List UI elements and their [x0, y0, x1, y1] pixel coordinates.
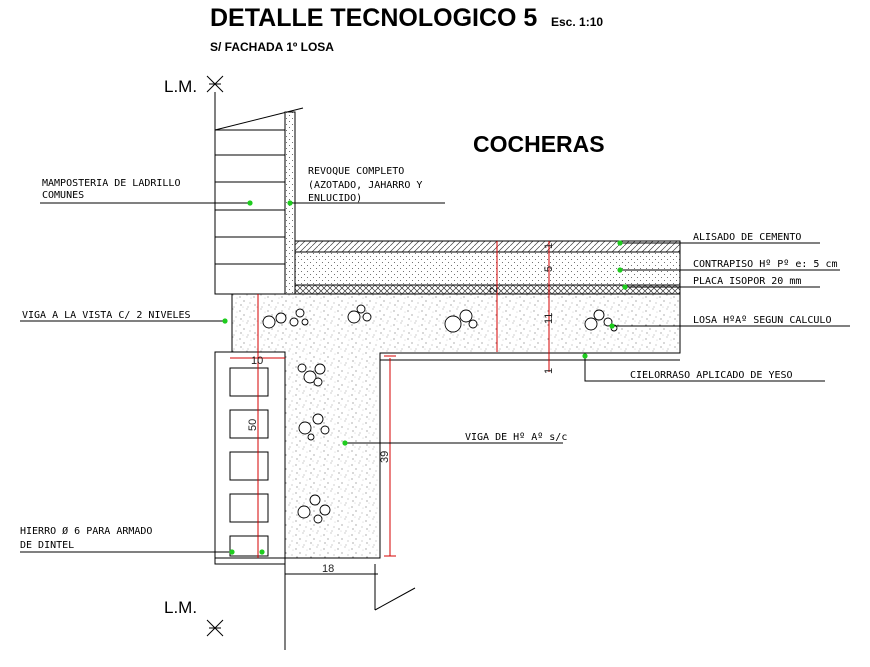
- label-masonry-line1: MAMPOSTERIA DE LADRILLO: [42, 178, 180, 189]
- label-exposed-beam: VIGA A LA VISTA C/ 2 NIVELES: [22, 310, 191, 321]
- label-subfloor: CONTRAPISO Hº Pº e: 5 cm: [693, 259, 838, 270]
- upper-masonry-wall: [214, 92, 304, 295]
- reference-markers: [222, 200, 628, 555]
- section-label: COCHERAS: [473, 131, 605, 157]
- leader-lines: [20, 202, 850, 553]
- label-slab: LOSA HºAº SEGUN CALCULO: [693, 315, 831, 326]
- level-mark-top: L.M.: [164, 77, 197, 96]
- level-mark-bottom: L.M.: [164, 598, 197, 617]
- label-rebar-line2: DE DINTEL: [20, 540, 74, 551]
- subfloor-layer: [294, 251, 681, 286]
- label-plaster-line3: ENLUCIDO): [308, 193, 362, 204]
- label-masonry-line2: COMUNES: [42, 190, 84, 201]
- label-cement-finish: ALISADO DE CEMENTO: [693, 232, 801, 243]
- dimension-10: 10: [251, 355, 263, 367]
- level-mark-top-symbol: [206, 75, 224, 93]
- dimension-2: 2: [488, 287, 500, 293]
- wall-below: [284, 564, 416, 650]
- label-rebar-line1: HIERRO Ø 6 PARA ARMADO: [20, 525, 152, 537]
- drawing-scale: Esc. 1:10: [551, 15, 603, 29]
- lower-masonry-wall: [214, 351, 286, 565]
- level-mark-bottom-symbol: [206, 619, 224, 637]
- drawing-subtitle: S/ FACHADA 1º LOSA: [210, 40, 334, 54]
- dimension-5: 5: [543, 266, 555, 272]
- label-plaster-line1: REVOQUE COMPLETO: [308, 166, 404, 177]
- label-plaster-line2: (AZOTADO, JAHARRO Y: [308, 180, 422, 191]
- dimension-39: 39: [379, 451, 391, 463]
- dimension-lines: [230, 241, 550, 575]
- dimension-1-bottom: 1: [543, 368, 555, 374]
- label-isopor: PLACA ISOPOR 20 mm: [693, 276, 801, 287]
- dimension-11: 11: [543, 313, 555, 324]
- dimension-18: 18: [322, 563, 334, 575]
- aggregate-stones: [262, 304, 618, 524]
- dimension-1-top: 1: [543, 243, 555, 249]
- label-ceiling: CIELORRASO APLICADO DE YESO: [630, 370, 793, 381]
- drawing-title: DETALLE TECNOLOGICO 5: [210, 4, 537, 32]
- label-beam: VIGA DE Hº Aº s/c: [465, 432, 567, 443]
- dimension-50: 50: [247, 419, 259, 431]
